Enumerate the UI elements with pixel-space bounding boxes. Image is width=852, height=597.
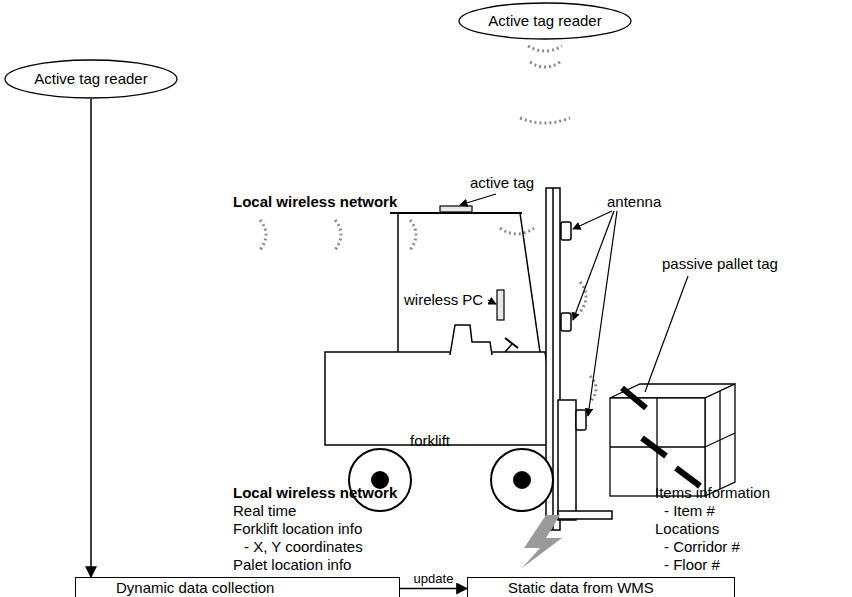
wireless-link-bolt bbox=[522, 515, 562, 568]
info-line: Items information bbox=[655, 484, 770, 502]
node-text: Static data from WMS bbox=[508, 579, 734, 597]
forklift-mast bbox=[558, 400, 576, 520]
passive-tag bbox=[622, 388, 646, 408]
forklift-mast bbox=[558, 511, 612, 519]
info-line: Palet location info bbox=[233, 556, 351, 574]
leader-line bbox=[460, 194, 496, 205]
info-heading: Local wireless network bbox=[233, 484, 397, 502]
callout-label: antenna bbox=[607, 193, 661, 211]
leader-line bbox=[573, 211, 612, 229]
radio-waves bbox=[520, 118, 570, 123]
info-line: - Floor # bbox=[664, 556, 720, 574]
reader-ellipse: Active tag reader bbox=[458, 2, 632, 40]
pallet-boxes bbox=[610, 384, 735, 496]
passive-tag bbox=[642, 438, 666, 456]
wireless-link-bolt bbox=[522, 515, 562, 568]
forklift-body bbox=[397, 213, 399, 352]
node-text: Active tag reader bbox=[34, 70, 147, 88]
callout-label: wireless PC bbox=[404, 291, 483, 309]
pallet-boxes bbox=[705, 433, 735, 447]
leader-line bbox=[588, 211, 617, 416]
flow-arrow bbox=[90, 99, 92, 577]
leader-line bbox=[460, 194, 688, 416]
ellipse-outline bbox=[5, 60, 177, 98]
radio-waves bbox=[530, 62, 560, 67]
info-line: - Item # bbox=[664, 502, 715, 520]
passive-tag bbox=[676, 468, 700, 486]
ellipse-outline bbox=[459, 3, 631, 39]
antenna-symbol bbox=[576, 410, 586, 430]
network-label: Local wireless network bbox=[233, 193, 397, 211]
info-line: Locations bbox=[655, 520, 719, 538]
forklift-wheels bbox=[349, 449, 411, 511]
node-text: Active tag reader bbox=[488, 12, 601, 30]
radio-waves bbox=[528, 46, 562, 51]
info-line: Forklift location info bbox=[233, 520, 362, 538]
active-tag-device bbox=[440, 206, 472, 212]
callout-label: active tag bbox=[470, 174, 534, 192]
forklift-wheels bbox=[514, 472, 530, 488]
forklift-body bbox=[520, 213, 540, 352]
forklift-body bbox=[325, 213, 560, 445]
callout-label: forklift bbox=[410, 432, 450, 450]
data-box: Static data from WMS bbox=[467, 577, 735, 597]
forklift-body bbox=[505, 344, 512, 352]
info-line: - X, Y coordinates bbox=[244, 538, 363, 556]
radio-waves bbox=[335, 220, 341, 250]
forklift-body bbox=[505, 338, 518, 348]
radio-waves bbox=[260, 220, 266, 250]
forklift-wheels bbox=[349, 449, 553, 511]
node-text: Dynamic data collection bbox=[116, 579, 399, 597]
edge-label: update bbox=[412, 571, 456, 586]
active-tag-device bbox=[440, 206, 472, 212]
pallet-boxes bbox=[610, 398, 705, 496]
forklift-body bbox=[450, 325, 492, 355]
info-line: Real time bbox=[233, 502, 296, 520]
antenna-symbol bbox=[561, 222, 571, 240]
radio-waves bbox=[500, 228, 534, 234]
forklift-wheels bbox=[491, 449, 553, 511]
leader-line bbox=[573, 211, 614, 320]
data-box: Dynamic data collection bbox=[75, 577, 400, 597]
info-line: - Corridor # bbox=[664, 538, 740, 556]
forklift-body bbox=[325, 352, 560, 445]
passive-tag bbox=[622, 388, 700, 486]
reader-ellipse: Active tag reader bbox=[4, 59, 178, 99]
wireless-pc-device bbox=[497, 290, 504, 320]
antenna-symbol bbox=[561, 222, 586, 430]
pallet-boxes bbox=[705, 384, 735, 496]
radio-waves bbox=[410, 220, 416, 250]
callout-label: passive pallet tag bbox=[662, 255, 778, 273]
flow-arrow bbox=[400, 588, 467, 590]
leader-line bbox=[488, 300, 496, 304]
forklift-mast bbox=[546, 188, 612, 530]
wireless-pc-device bbox=[497, 290, 504, 320]
leader-line bbox=[645, 276, 688, 392]
antenna-symbol bbox=[561, 313, 571, 331]
